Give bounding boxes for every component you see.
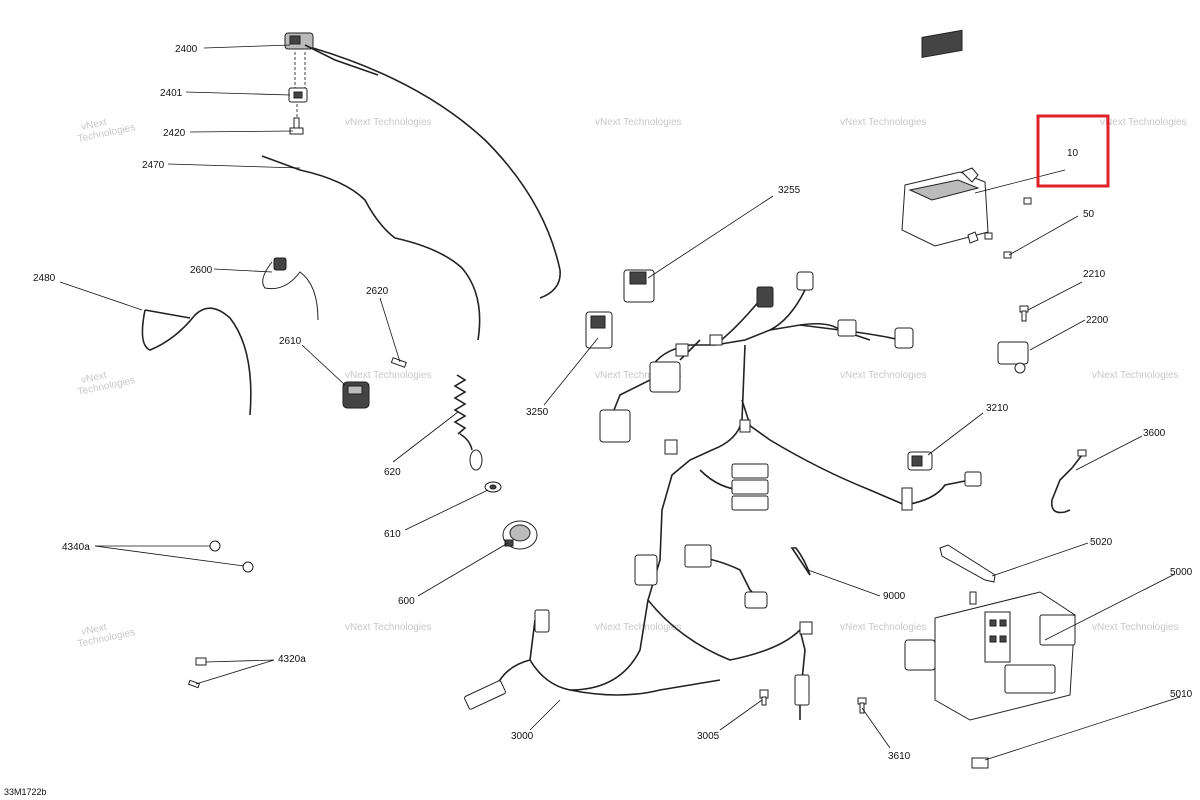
part-3600-cable[interactable] [1050,449,1087,514]
label-2480[interactable]: 2480 [33,273,56,284]
watermark: vNext Technologies [345,117,432,128]
label-2200[interactable]: 2200 [1086,315,1109,326]
part-3000-main-harness[interactable] [464,271,982,720]
part-4320a-screw[interactable] [187,657,207,689]
watermark: vNext Technologies [595,370,682,381]
part-5020-bracket[interactable] [939,544,996,583]
label-2470[interactable]: 2470 [142,160,165,171]
label-3000[interactable]: 3000 [511,731,534,742]
label-50[interactable]: 50 [1083,209,1095,220]
part-5000-module[interactable] [904,591,1076,721]
leader-lines [59,44,1181,761]
part-3250-switch[interactable] [585,311,613,349]
part-labels: 2400 2401 2420 2470 2480 2600 2620 2610 … [33,44,1193,762]
label-5010[interactable]: 5010 [1170,689,1193,700]
watermark: vNext Technologies [1100,117,1187,128]
watermark: vNext Technologies [595,117,682,128]
watermark: vNext Technologies [77,370,136,398]
highlight-box-part-10 [1036,114,1110,188]
watermark: vNext Technologies [77,622,136,650]
label-2600[interactable]: 2600 [190,265,213,276]
watermark: vNext Technologies [1092,622,1179,633]
label-610[interactable]: 610 [384,529,401,540]
part-2200-sensor[interactable] [997,341,1029,374]
label-4340a[interactable]: 4340a [62,542,90,553]
label-620[interactable]: 620 [384,467,401,478]
part-5010-nut[interactable] [971,757,989,769]
label-3610[interactable]: 3610 [888,751,911,762]
label-3005[interactable]: 3005 [697,731,720,742]
label-2400[interactable]: 2400 [175,44,198,55]
label-3210[interactable]: 3210 [986,403,1009,414]
label-3600[interactable]: 3600 [1143,428,1166,439]
label-2401[interactable]: 2401 [160,88,183,99]
part-610-grommet[interactable] [484,481,502,493]
part-3005-bolt[interactable] [759,689,769,706]
label-5020[interactable]: 5020 [1090,537,1113,548]
part-2470-cable[interactable] [261,155,481,341]
label-2210[interactable]: 2210 [1083,269,1106,280]
label-2420[interactable]: 2420 [163,128,186,139]
part-50-screw[interactable] [984,197,1032,259]
label-3255[interactable]: 3255 [778,185,801,196]
part-2600-sensor[interactable] [262,257,319,321]
part-2610-connector[interactable] [342,381,370,409]
part-2400-switch[interactable] [284,32,561,299]
label-10[interactable]: 10 [1067,148,1079,159]
part-620-lanyard[interactable] [453,374,483,471]
part-2210-bolt[interactable] [1019,305,1029,322]
part-2401-clip[interactable] [288,87,308,103]
watermark-layer: vNext Technologies vNext Technologies vN… [77,117,1187,650]
label-5000[interactable]: 5000 [1170,567,1193,578]
part-10-control-module[interactable] [901,29,989,247]
part-3610-bolt[interactable] [857,697,867,714]
watermark: vNext Technologies [840,117,927,128]
part-9000-clip[interactable] [790,547,811,576]
watermark: vNext Technologies [77,117,136,145]
part-4340a-nut[interactable] [209,540,254,573]
label-2620[interactable]: 2620 [366,286,389,297]
watermark: vNext Technologies [345,370,432,381]
label-2610[interactable]: 2610 [279,336,302,347]
part-3210-connector[interactable] [907,451,933,471]
watermark: vNext Technologies [595,622,682,633]
part-600-buzzer[interactable] [502,520,538,550]
watermark-line1: vNext [80,622,108,638]
watermark: vNext Technologies [1092,370,1179,381]
watermark-line1: vNext [80,117,108,133]
watermark: vNext Technologies [840,622,927,633]
label-3250[interactable]: 3250 [526,407,549,418]
document-code: 33M1722b [4,787,47,797]
label-4320a[interactable]: 4320a [278,654,306,665]
label-9000[interactable]: 9000 [883,591,906,602]
part-3255-switch[interactable] [623,269,655,303]
part-2420-screw[interactable] [289,117,304,135]
watermark-line1: vNext [80,370,108,386]
watermark: vNext Technologies [345,622,432,633]
part-2480-cable[interactable] [141,307,252,416]
watermark: vNext Technologies [840,370,927,381]
label-600[interactable]: 600 [398,596,415,607]
